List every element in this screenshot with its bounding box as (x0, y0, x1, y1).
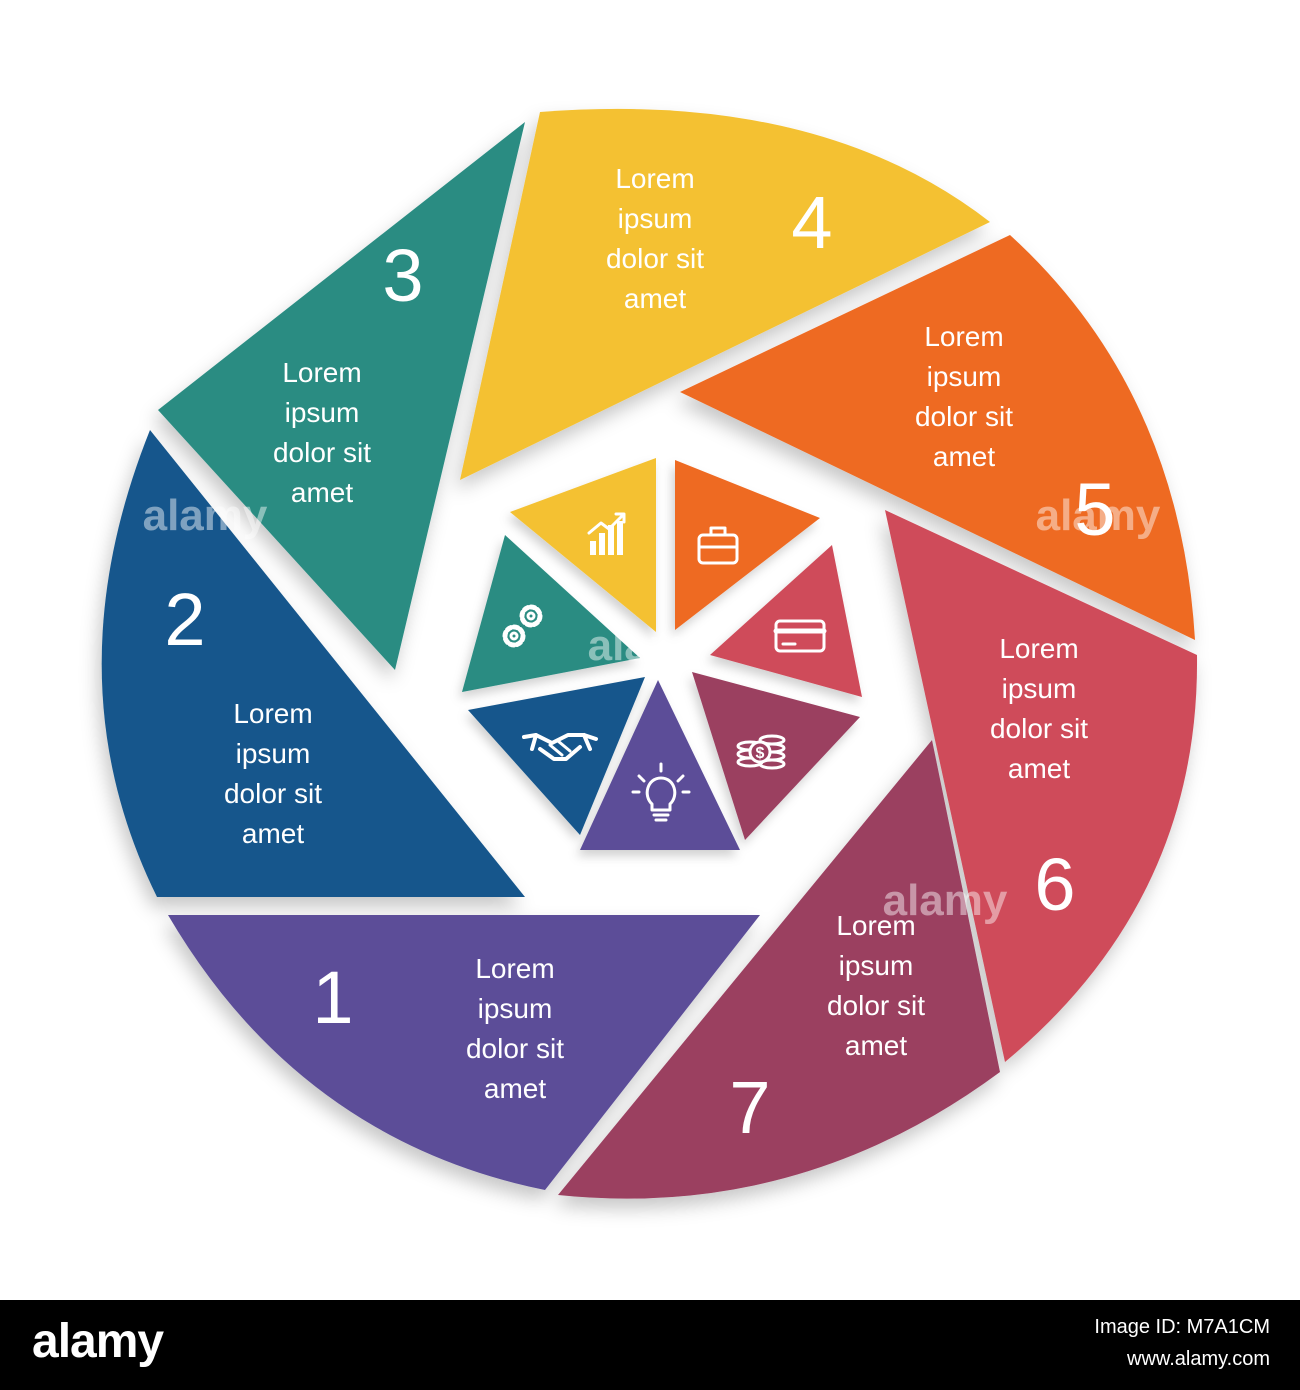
segment-6-line-3: dolor sit (990, 713, 1088, 744)
segment-3-number: 3 (382, 234, 423, 317)
segment-6-line-1: Lorem (999, 633, 1078, 664)
watermark-left: alamy (143, 491, 268, 540)
segment-5-line-4: amet (933, 441, 995, 472)
segment-6 (885, 510, 1198, 1062)
inner-piece-coins (692, 672, 860, 840)
segment-7-line-2: ipsum (839, 950, 914, 981)
segment-2-number: 2 (164, 578, 205, 661)
segment-3-line-3: dolor sit (273, 437, 371, 468)
segment-2-line-2: ipsum (236, 738, 311, 769)
segment-7-line-3: dolor sit (827, 990, 925, 1021)
segment-3-line-2: ipsum (285, 397, 360, 428)
segment-7 (558, 740, 1000, 1199)
credit-card-icon (773, 619, 827, 653)
segment-6-number: 6 (1034, 843, 1075, 926)
segment-5-line-3: dolor sit (915, 401, 1013, 432)
segment-1 (168, 915, 760, 1190)
segment-1-number: 1 (312, 956, 353, 1039)
footer-brand-logo: alamy (32, 1315, 164, 1368)
segment-3-line-1: Lorem (282, 357, 361, 388)
segment-2 (101, 430, 525, 897)
coins-dollar-icon: $ (736, 734, 786, 770)
footer-bar: alamy Image ID: M7A1CM www.alamy.com (0, 1300, 1300, 1390)
segment-1-line-2: ipsum (478, 993, 553, 1024)
segment-4 (460, 108, 990, 480)
segment-7-number: 7 (729, 1066, 770, 1149)
inner-piece-gears (462, 535, 640, 692)
segment-7-line-1: Lorem (836, 910, 915, 941)
segment-3-line-4: amet (291, 477, 353, 508)
watermark-bottom: alamy (883, 876, 1008, 925)
lightbulb-icon (631, 762, 691, 822)
segment-2-line-4: amet (242, 818, 304, 849)
bar-chart-growth-icon (587, 512, 626, 555)
segment-6-line-4: amet (1008, 753, 1070, 784)
briefcase-icon (697, 526, 739, 565)
segment-4-line-2: ipsum (618, 203, 693, 234)
segment-4-number: 4 (791, 181, 832, 264)
watermark-center: alamy (588, 621, 713, 670)
segment-5-number: 5 (1074, 468, 1115, 551)
segment-1-line-3: dolor sit (466, 1033, 564, 1064)
footer-url: www.alamy.com (1127, 1348, 1270, 1370)
gears-icon (502, 604, 543, 648)
segment-3 (158, 122, 525, 670)
segment-5-line-1: Lorem (924, 321, 1003, 352)
segment-1-line-1: Lorem (475, 953, 554, 984)
inner-piece-handshake (468, 677, 645, 835)
segment-4-line-4: amet (624, 283, 686, 314)
footer-image-id: Image ID: M7A1CM (1094, 1316, 1270, 1338)
inner-piece-chart (510, 458, 656, 632)
segment-6-line-2: ipsum (1002, 673, 1077, 704)
inner-piece-briefcase (675, 460, 820, 630)
segment-4-line-3: dolor sit (606, 243, 704, 274)
svg-text:$: $ (756, 745, 765, 762)
segment-5 (680, 235, 1195, 640)
segment-2-line-3: dolor sit (224, 778, 322, 809)
handshake-icon (522, 733, 598, 761)
pie-infographic: $ 1 Lorem ipsum dolor sit amet (101, 108, 1198, 1199)
segment-2-line-1: Lorem (233, 698, 312, 729)
segment-5-line-2: ipsum (927, 361, 1002, 392)
watermark-right: alamy (1036, 491, 1161, 540)
segment-7-line-4: amet (845, 1030, 907, 1061)
segment-1-line-4: amet (484, 1073, 546, 1104)
segment-4-line-1: Lorem (615, 163, 694, 194)
